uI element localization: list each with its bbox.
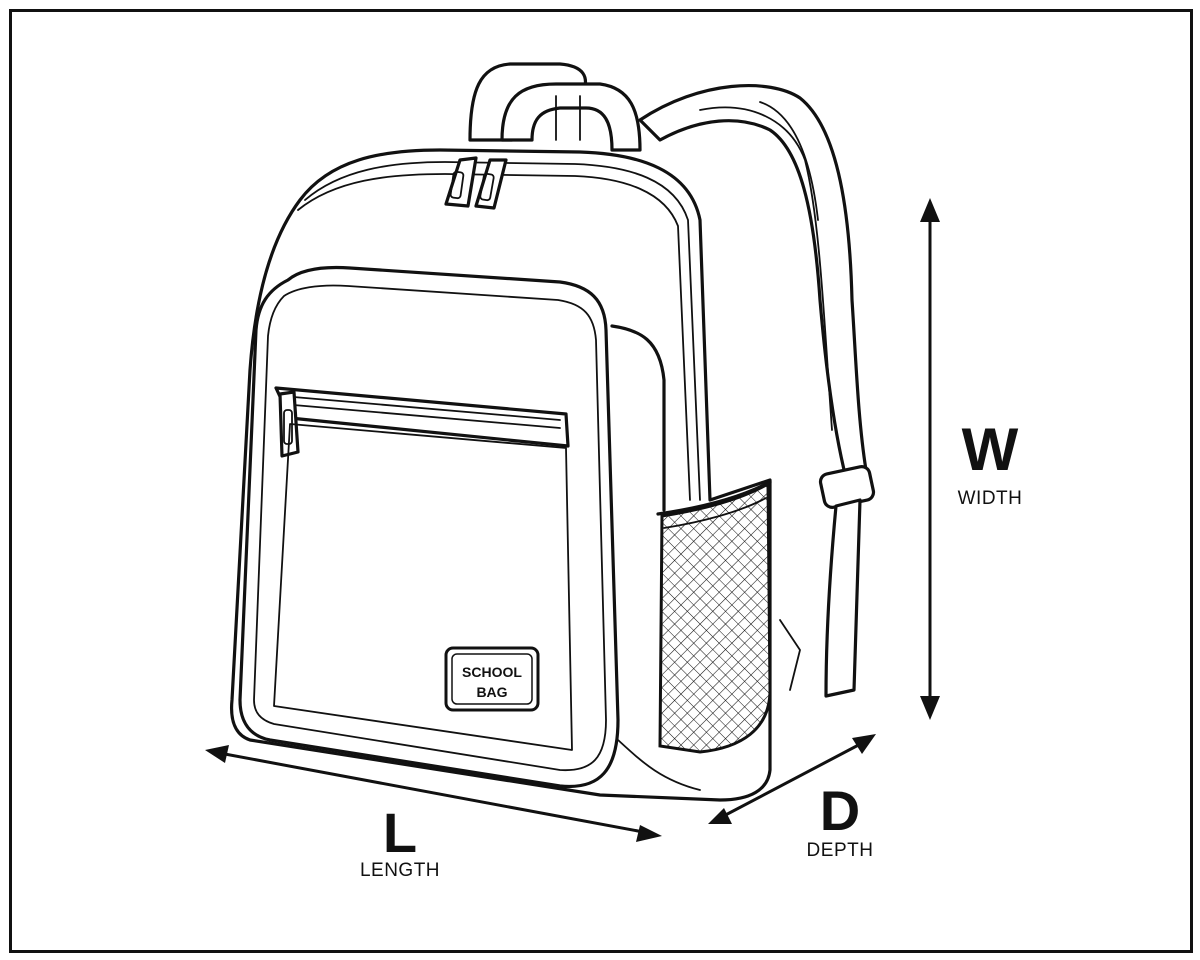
backpack-body <box>229 148 772 802</box>
diagram-frame <box>9 9 1193 953</box>
side-gusset <box>610 324 666 512</box>
width-arrow <box>920 198 940 720</box>
depth-letter: D <box>819 779 861 842</box>
zipper-pulls <box>444 156 508 210</box>
patch-line-1: SCHOOL <box>462 664 522 680</box>
length-word: LENGTH <box>359 860 441 881</box>
side-mesh-pocket <box>656 480 772 754</box>
length-arrow <box>205 745 662 842</box>
top-handle <box>468 62 642 152</box>
width-word: WIDTH <box>957 488 1023 509</box>
patch-line-2: BAG <box>476 684 507 700</box>
shoulder-strap <box>638 84 876 698</box>
length-letter: L <box>382 801 418 864</box>
depth-word: DEPTH <box>806 840 874 861</box>
width-letter: W <box>961 416 1019 483</box>
bottom-seam <box>617 739 701 791</box>
depth-arrow <box>708 734 876 824</box>
label-patch: SCHOOL BAG <box>444 646 540 712</box>
